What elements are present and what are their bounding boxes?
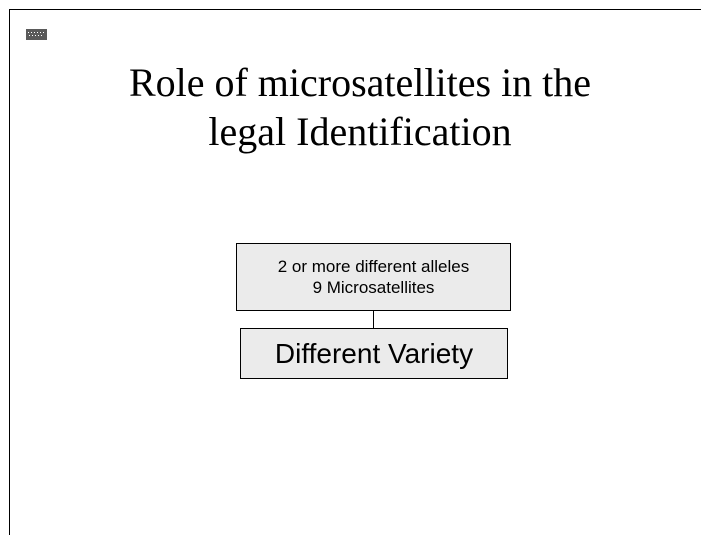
slide-title-line-1: Role of microsatellites in the xyxy=(128,60,592,105)
variety-box-label: Different Variety xyxy=(274,338,474,369)
alleles-box-line-1: 2 or more different alleles xyxy=(277,257,470,276)
slide-title-line-2: legal Identification xyxy=(208,109,512,154)
slide-frame xyxy=(9,9,701,535)
alleles-box-line-2: 9 Microsatellites xyxy=(312,278,435,297)
connector-line xyxy=(373,311,374,328)
alleles-box: 2 or more different alleles 9 Microsatel… xyxy=(236,243,511,311)
variety-box: Different Variety xyxy=(240,328,508,379)
logo-icon xyxy=(26,29,47,40)
slide-title: Role of microsatellites in the legal Ide… xyxy=(60,58,660,156)
